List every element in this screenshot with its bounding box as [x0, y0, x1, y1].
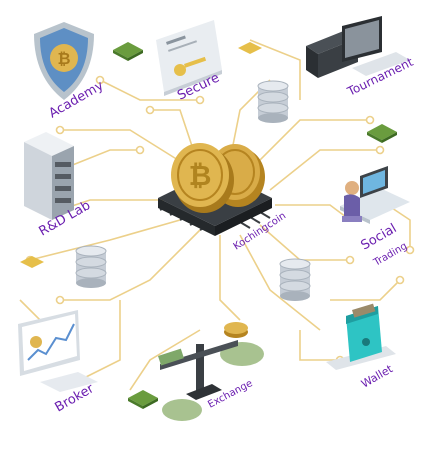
- database-icons: [75, 80, 311, 301]
- circuit-lines: [19, 39, 411, 391]
- central-chip: ₿: [158, 143, 272, 236]
- balance-scale-icon: [158, 322, 264, 421]
- shield-bitcoin-icon: ₿: [34, 22, 94, 100]
- svg-text:₿: ₿: [57, 49, 70, 68]
- phone-wallet-icon: [326, 303, 396, 370]
- trader-desk-icon: [340, 166, 410, 224]
- server-rack-icon: [24, 132, 74, 220]
- svg-text:₿: ₿: [189, 159, 212, 192]
- database-icon: [257, 80, 289, 123]
- wallet-label: Wallet: [359, 362, 396, 391]
- computer-workstation-icon: [306, 16, 410, 78]
- green-chips: [113, 42, 397, 409]
- exchange-label: Exchange: [206, 378, 254, 411]
- database-icon: [279, 258, 311, 301]
- key-document-icon: [156, 20, 222, 96]
- database-icon: [75, 245, 107, 288]
- gold-pads: [20, 42, 262, 268]
- bitcoin-coin-icon: ₿: [171, 143, 265, 213]
- monitor-chart-icon: [18, 310, 98, 392]
